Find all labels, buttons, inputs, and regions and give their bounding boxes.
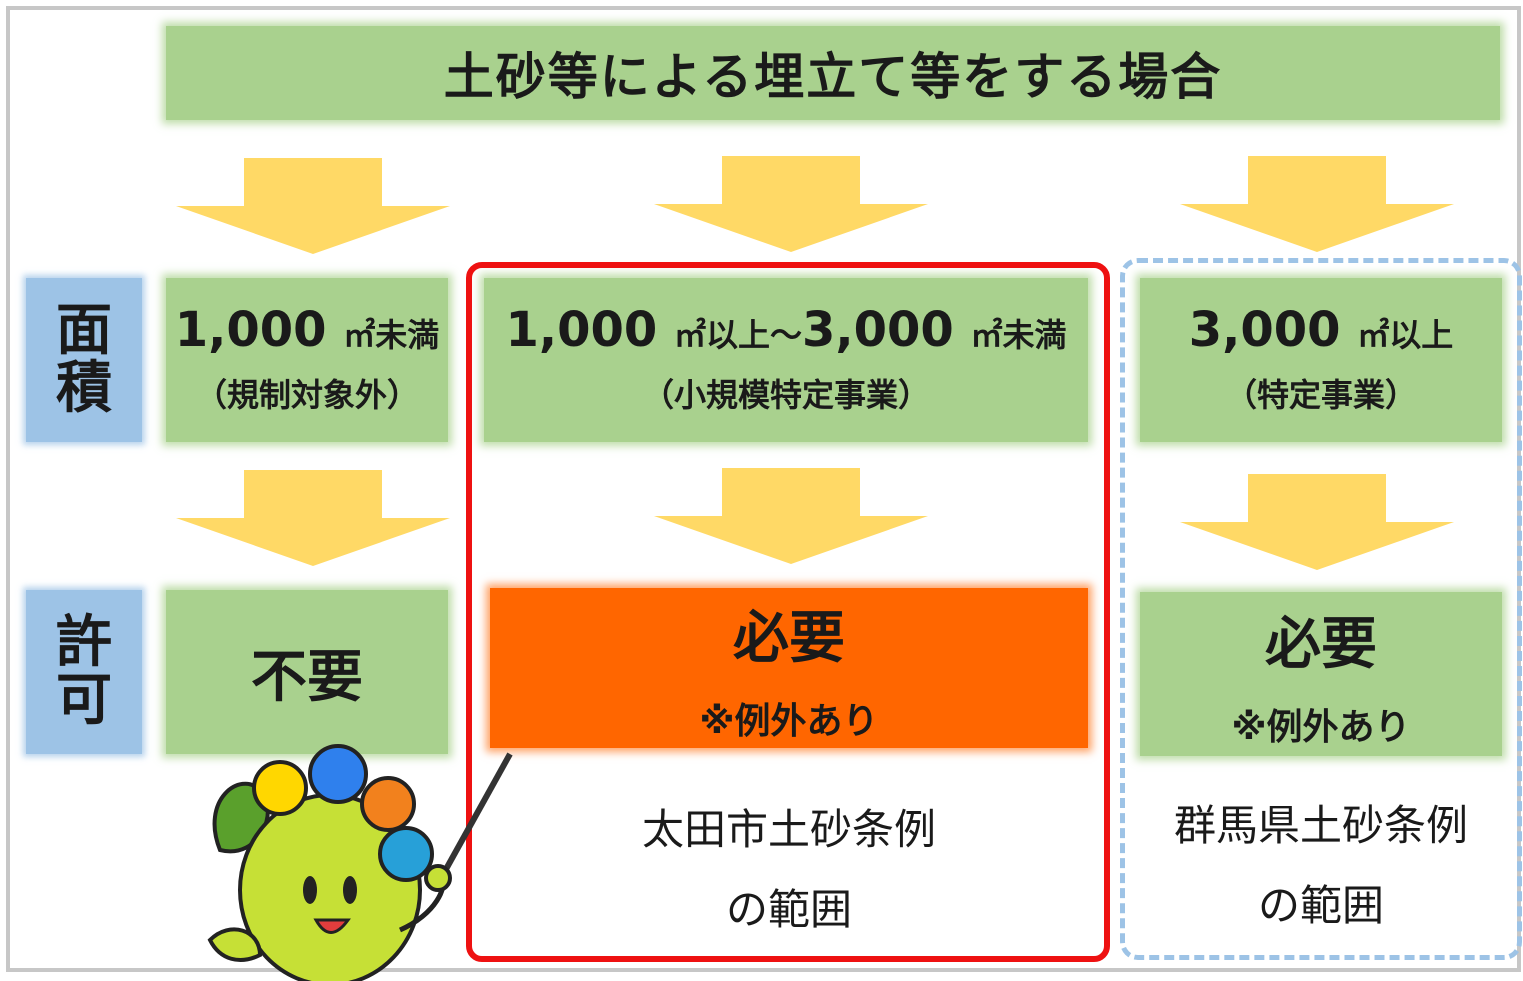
area-box-1000-to-3000: 1,000 ㎡以上～3,000 ㎡未満 （小規模特定事業） xyxy=(484,278,1088,442)
row-label-area-char-2: 積 xyxy=(56,356,112,421)
diagram-title-text: 土砂等による埋立て等をする場合 xyxy=(443,48,1223,106)
down-arrow-icon xyxy=(654,468,928,564)
permit-box-city: 必要 ※例外あり xyxy=(490,588,1088,748)
down-arrow-icon xyxy=(176,158,450,254)
row-label-permit-char-2: 可 xyxy=(56,668,112,733)
prefecture-scope-label-line2: の範囲 xyxy=(1257,881,1384,930)
permit-status: 必要 xyxy=(733,605,845,671)
mascot-eye-right xyxy=(343,876,357,904)
row-label-permit: 許 可 xyxy=(26,590,142,754)
mascot-character xyxy=(207,744,513,981)
mascot-flower-blue xyxy=(308,744,368,804)
city-ordinance-scope xyxy=(466,262,1110,962)
down-arrow-icon xyxy=(1180,156,1454,252)
row-label-area-char-1: 面 xyxy=(56,298,112,363)
area-value: 1,000 xyxy=(505,301,658,358)
down-arrow-icon xyxy=(1180,474,1454,570)
area-value: 3,000 xyxy=(1188,301,1341,358)
permit-status: 必要 xyxy=(1265,611,1377,677)
area-category: （規制対象外） xyxy=(194,376,419,415)
area-box-under-1000: 1,000 ㎡未満 （規制対象外） xyxy=(166,278,448,442)
permit-box-not-required: 不要 xyxy=(166,590,448,754)
area-box-over-3000: 3,000 ㎡以上 （特定事業） xyxy=(1140,278,1502,442)
mascot-mouth xyxy=(313,918,351,934)
prefecture-ordinance-scope xyxy=(1120,258,1522,960)
city-scope-label-line2: の範囲 xyxy=(725,885,852,934)
prefecture-scope-label-line1: 群馬県土砂条例 xyxy=(1173,801,1468,850)
row-label-permit-char-1: 許 xyxy=(56,610,112,675)
area-range: 3,000 ㎡以上 xyxy=(1188,301,1454,358)
area-category: （特定事業） xyxy=(1224,376,1417,415)
pointer-stick xyxy=(437,752,513,882)
mascot-flower-orange xyxy=(360,776,416,832)
city-scope-label-line1: 太田市土砂条例 xyxy=(641,805,936,854)
mascot-flower-yellow xyxy=(252,760,308,816)
area-range: 1,000 ㎡未満 xyxy=(174,301,440,358)
mascot-wing xyxy=(207,927,263,962)
mascot-flower-teal xyxy=(378,826,434,882)
area-range: 1,000 ㎡以上～3,000 ㎡未満 xyxy=(505,301,1067,358)
mascot-hand xyxy=(424,864,452,892)
permit-box-prefecture: 必要 ※例外あり xyxy=(1140,592,1502,756)
area-category: （小規模特定事業） xyxy=(641,376,930,415)
diagram-title: 土砂等による埋立て等をする場合 xyxy=(166,26,1500,120)
area-unit-mid: ㎡以上～ xyxy=(673,315,802,354)
down-arrow-icon xyxy=(176,470,450,566)
permit-status: 不要 xyxy=(251,644,363,710)
area-value: 1,000 xyxy=(174,301,327,358)
city-scope-label: 太田市土砂条例 の範囲 xyxy=(490,790,1088,950)
mascot-eye-left xyxy=(303,876,317,904)
area-value-2: 3,000 xyxy=(802,301,954,358)
row-label-area: 面 積 xyxy=(26,278,142,442)
down-arrow-icon xyxy=(654,156,928,252)
prefecture-scope-label: 群馬県土砂条例 の範囲 xyxy=(1130,786,1512,946)
permit-exception-note: ※例外あり xyxy=(699,700,879,742)
area-unit: ㎡未満 xyxy=(970,315,1067,354)
permit-exception-note: ※例外あり xyxy=(1231,706,1411,748)
area-unit: ㎡未満 xyxy=(343,315,440,354)
area-unit: ㎡以上 xyxy=(1357,315,1454,354)
